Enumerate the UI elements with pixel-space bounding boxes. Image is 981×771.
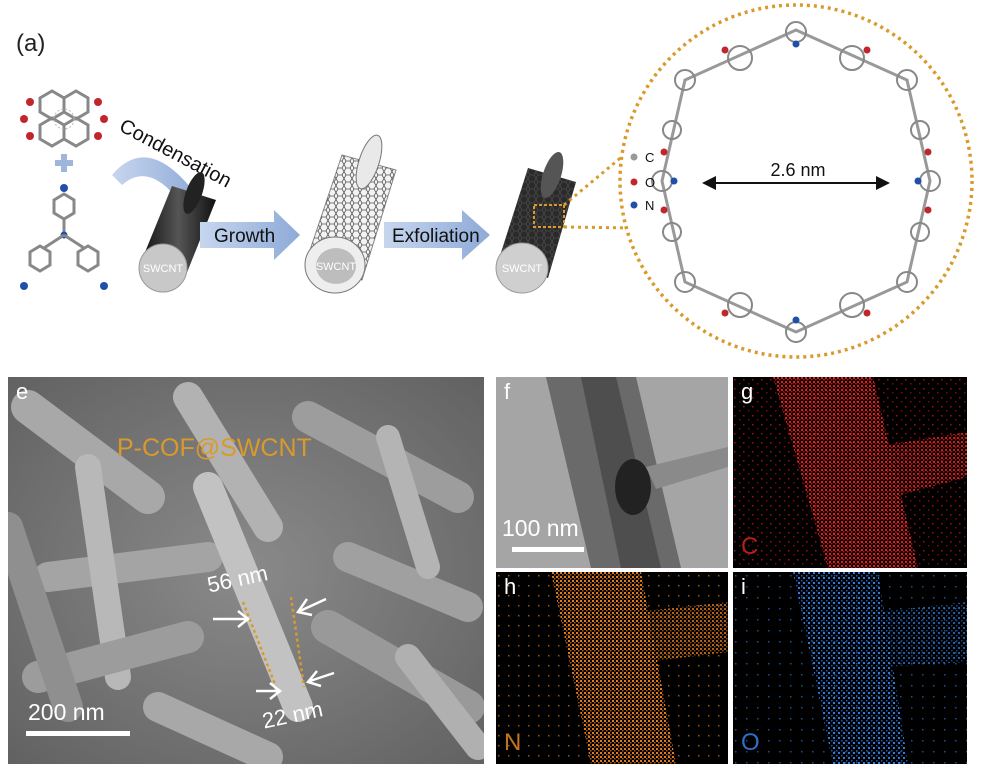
triamine-monomer-icon — [20, 184, 108, 290]
cof-wrapped-tube-icon: SWCNT — [304, 134, 397, 294]
panel-label-g: g — [741, 379, 754, 404]
carbon-map-panel: g C — [733, 377, 967, 568]
dianhydride-monomer-icon — [20, 89, 108, 148]
stem-image-panel: f 100 nm — [496, 377, 728, 568]
legend-c-label: C — [645, 150, 654, 165]
exfoliation-label: Exfoliation — [392, 226, 480, 247]
growth-arrow-icon — [200, 210, 300, 260]
cof-framework-icon — [651, 21, 941, 343]
panel-label-e: e — [16, 379, 29, 404]
panel-label-f: f — [504, 379, 511, 404]
growth-label: Growth — [214, 226, 275, 247]
nitrogen-map-panel: h N — [496, 572, 728, 764]
nitrogen-map-texture — [496, 572, 728, 764]
pore-size-arrow-icon — [702, 176, 890, 190]
zoom-circle — [618, 3, 974, 359]
element-label-n: N — [504, 729, 522, 756]
scheme-graphic: Condensation SWCNT Growth SWCNT Exfoliat… — [20, 3, 974, 359]
nitrogen-atom-icon — [630, 201, 638, 209]
tube-label-3: SWCNT — [502, 263, 543, 275]
sem-texture — [8, 377, 484, 764]
oxygen-atom-icon — [630, 178, 638, 186]
carbon-map-texture — [733, 377, 967, 568]
pore-size-label: 2.6 nm — [770, 160, 825, 180]
exfoliated-tube-icon: SWCNT — [495, 152, 576, 294]
tube-label-1: SWCNT — [143, 263, 184, 275]
zoom-line-bottom — [563, 225, 637, 230]
scale-label-100nm: 100 nm — [502, 515, 579, 541]
material-label: P-COF@SWCNT — [117, 434, 312, 462]
dimension-arrows-icon — [213, 597, 335, 700]
panel-label-h: h — [504, 574, 517, 599]
oxygen-map-panel: i O — [733, 572, 967, 764]
element-label-o: O — [741, 729, 760, 756]
scale-bar-200nm — [26, 731, 130, 736]
scale-label-200nm: 200 nm — [28, 699, 105, 725]
exfoliation-arrow-icon — [384, 210, 490, 260]
swcnt-tube-icon: SWCNT — [138, 172, 216, 293]
panel-label-a: (a) — [16, 30, 46, 57]
plus-icon — [55, 154, 73, 172]
tube-label-2: SWCNT — [316, 261, 357, 273]
element-label-c: C — [741, 533, 759, 560]
panel-label-i: i — [741, 574, 746, 599]
oxygen-map-texture — [733, 572, 967, 764]
legend-n-label: N — [645, 198, 654, 213]
sem-image-panel: e P-COF@SWCNT 56 nm 22 nm 200 nm — [8, 377, 484, 764]
legend-o-label: O — [645, 175, 655, 190]
scale-bar-100nm — [512, 547, 584, 552]
atom-legend: C O N — [630, 150, 655, 213]
stem-texture — [496, 377, 728, 568]
carbon-atom-icon — [630, 153, 638, 161]
